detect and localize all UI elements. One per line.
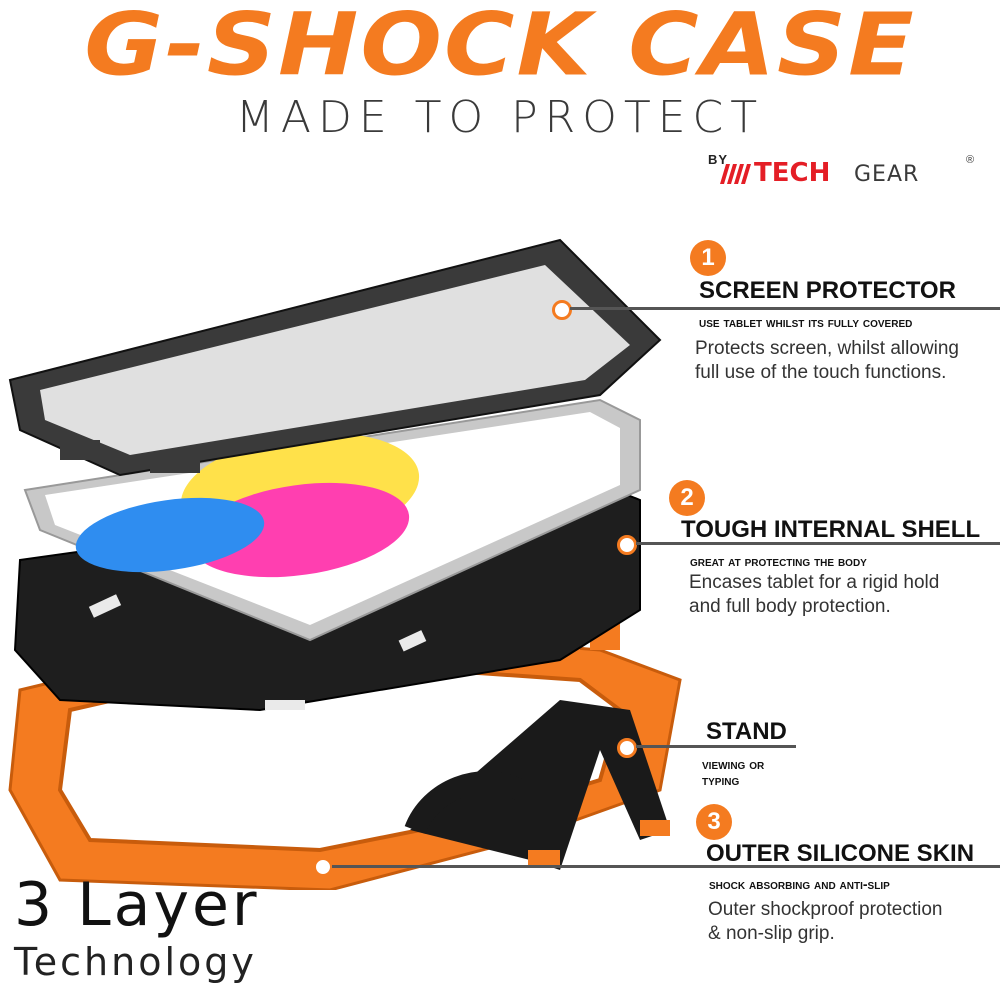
callout-dot-1	[552, 300, 572, 320]
feature-3-subtitle: Shock absorbing and Anti-slip	[709, 876, 890, 892]
callout-line-1	[570, 307, 1000, 310]
feature-1-title: SCREEN PROTECTOR	[699, 277, 956, 304]
feature-3-title: OUTER SILICONE SKIN	[706, 840, 975, 867]
tablet-shape	[23, 398, 641, 642]
callout-line-stand	[636, 745, 796, 748]
callout-line-3	[332, 865, 1000, 868]
brand-registered-mark: ®	[966, 154, 975, 166]
feature-stand-subtitle-line-2: Typing	[702, 772, 740, 788]
feature-1-description-line-2: full use of the touch functions.	[695, 362, 947, 383]
feature-2-description-line-2: and full body protection.	[689, 596, 891, 617]
callout-dot-3	[313, 857, 333, 877]
case-exploded-illustration	[8, 238, 682, 890]
stand-shape	[404, 700, 670, 870]
screen-protector-shape	[8, 238, 662, 477]
callout-line-2	[636, 542, 1000, 545]
techgear-mark-icon	[720, 164, 751, 184]
feature-2-description: Encases tablet for a rigid hold and full…	[689, 571, 939, 619]
headline-title: G-SHOCK CASE	[84, 0, 916, 96]
feature-1-description-line-1: Protects screen, whilst allowing	[695, 338, 959, 359]
callout-dot-2	[617, 535, 637, 555]
feature-3-description-line-1: Outer shockproof protection	[708, 899, 943, 920]
feature-3-description: Outer shockproof protection & non-slip g…	[708, 898, 942, 946]
feature-3-number-badge: 3	[696, 804, 732, 840]
feature-2-title: TOUGH INTERNAL SHELL	[681, 516, 981, 543]
feature-1-description: Protects screen, whilst allowing full us…	[695, 337, 959, 385]
footer-3-layer: 3 Layer	[14, 870, 260, 940]
feature-2-number-badge: 2	[669, 480, 705, 516]
brand-gear: GEAR	[854, 162, 920, 187]
feature-1-subtitle: Use tablet whilst its fully covered	[699, 314, 913, 330]
feature-stand-subtitle-line-1: Viewing or	[702, 756, 765, 772]
headline-subtitle: MADE TO PROTECT	[235, 92, 765, 143]
feature-2-description-line-1: Encases tablet for a rigid hold	[689, 572, 940, 593]
footer-technology: Technology	[14, 940, 257, 984]
feature-stand-subtitle: Viewing or Typing	[702, 756, 764, 788]
feature-stand-title: STAND	[706, 718, 787, 745]
feature-3-description-line-2: & non-slip grip.	[708, 923, 835, 944]
techgear-logo: BY TECH GEAR ®	[708, 150, 978, 190]
brand-by: BY	[708, 152, 729, 167]
brand-tech: TECH	[754, 158, 831, 188]
callout-dot-stand	[617, 738, 637, 758]
feature-1-number-badge: 1	[690, 240, 726, 276]
feature-2-subtitle: Great at protecting the body	[690, 553, 867, 569]
